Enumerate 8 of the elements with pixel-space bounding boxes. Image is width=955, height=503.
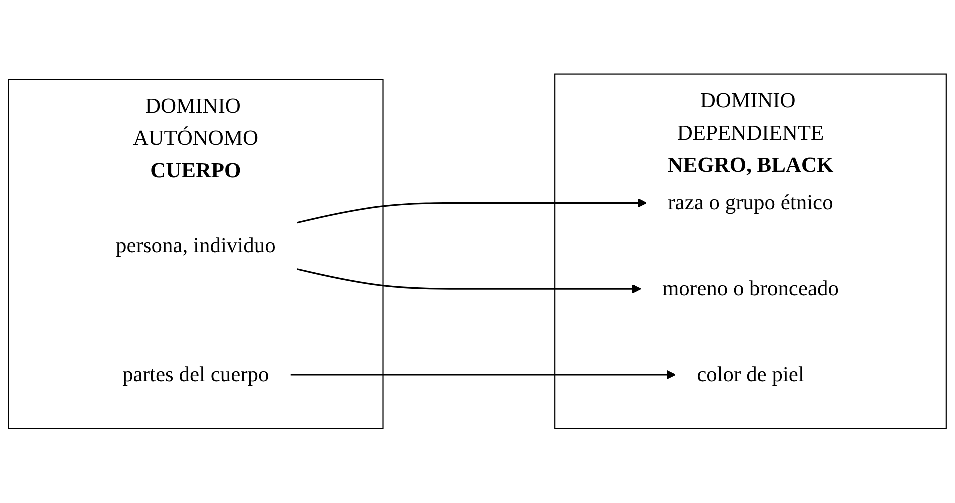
node-text: persona, individuo: [116, 234, 276, 258]
node-text: partes del cuerpo: [122, 363, 270, 387]
node-text: moreno o bronceado: [662, 277, 840, 301]
node-text: color de piel: [697, 363, 804, 387]
arrow: [297, 198, 648, 224]
arrow: [297, 268, 642, 294]
arrow: [290, 370, 676, 380]
node-text: raza o grupo étnico: [668, 191, 834, 215]
